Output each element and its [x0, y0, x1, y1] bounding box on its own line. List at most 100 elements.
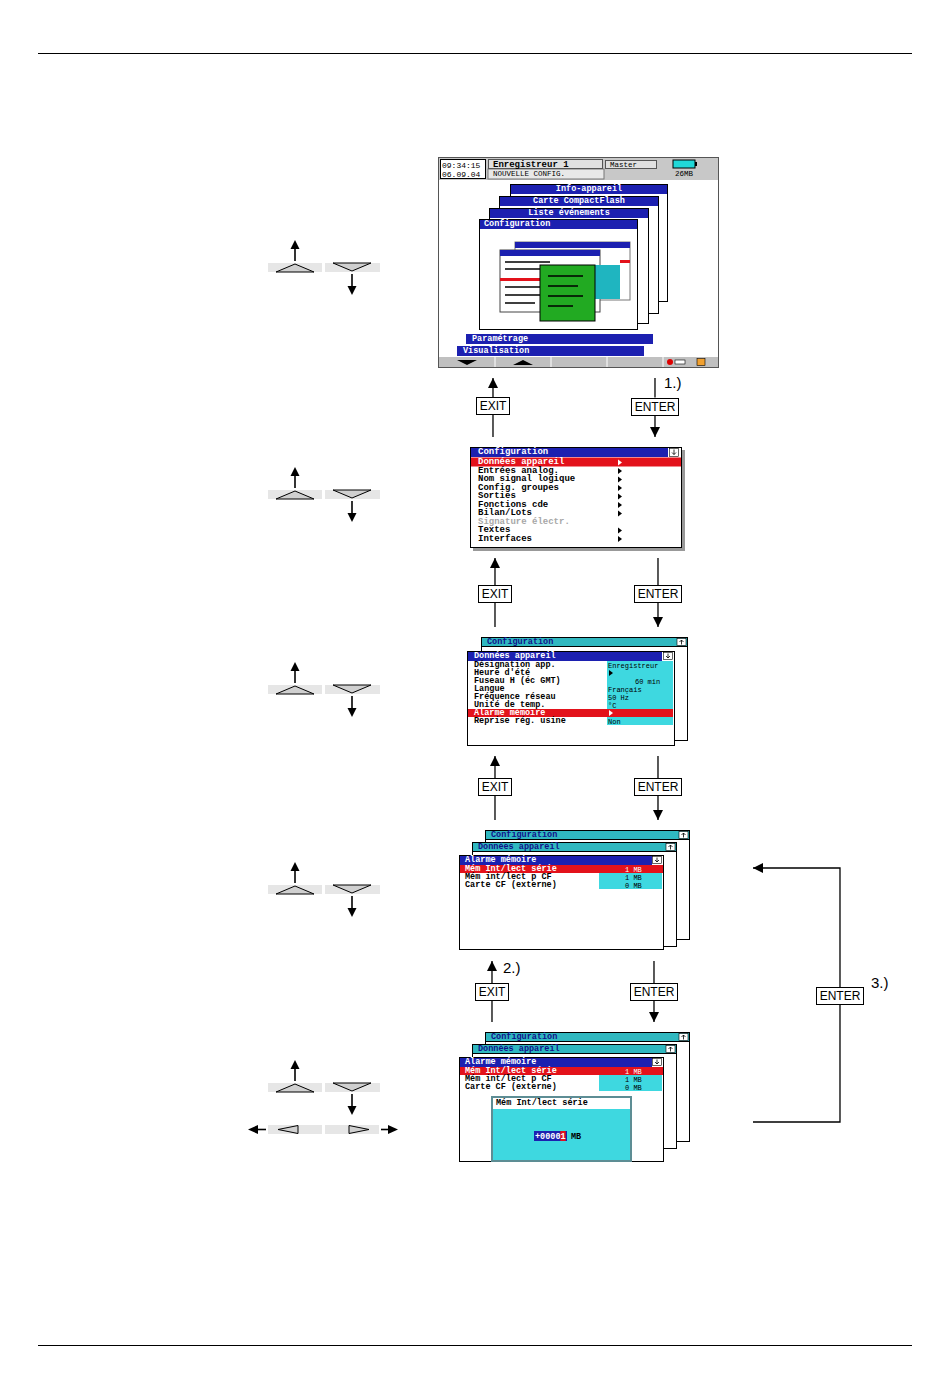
screen-graphic: [666, 844, 675, 851]
screen-graphic: [680, 640, 684, 645]
screen-text: 09:34:15 06.09.04: [442, 161, 486, 179]
screen-graphic: [457, 360, 477, 365]
screen-graphic: [460, 1058, 664, 1162]
screen-text: Carte CF (externe): [465, 1083, 557, 1091]
callout-number: 3.): [871, 974, 889, 991]
flow-connector: [492, 415, 493, 437]
screen-text: Visualisation: [463, 347, 529, 355]
arrow-keys: [268, 467, 380, 522]
screen-text: Mém Int/lect série: [465, 1067, 557, 1075]
flow-connector: [753, 868, 840, 987]
screen-graphic: [468, 709, 673, 717]
screen-text: Reprise rég. usine: [474, 717, 566, 725]
screen-text: Alarme mémoire: [460, 1058, 652, 1067]
screen-graphic: [609, 710, 613, 716]
screen-text: Mém Int/lect série: [493, 1098, 630, 1109]
screen-text: Paramétrage: [472, 335, 528, 343]
key-button: EXIT: [478, 585, 513, 603]
menu-screen: ConfigurationDonnées appareilAlarme mémo…: [459, 1032, 691, 1163]
screen-text: NOUVELLE CONFIG.: [493, 170, 565, 178]
menu-screen: ConfigurationDonnées appareilAlarme mémo…: [459, 830, 691, 951]
screen-graphic: [670, 449, 679, 457]
screen-graphic: [618, 485, 622, 491]
screen-text: Mém int/lect p CF: [465, 1075, 552, 1083]
flow-connector: [753, 1005, 840, 1122]
page-rule: [38, 1345, 912, 1346]
title-box: Enregistreur 1: [488, 159, 603, 169]
screen-text: Configuration: [491, 1033, 557, 1041]
flow-connector: [494, 756, 495, 778]
screen-graphic: [653, 1059, 662, 1066]
edit-dialog: Mém Int/lect série+00001MB: [491, 1096, 632, 1162]
screen-graphic: [669, 1047, 673, 1052]
screen-text: Liste événements: [490, 209, 648, 218]
key-label: ENTER: [634, 985, 675, 999]
screen-text: Enregistreur 1: [493, 161, 569, 170]
screen-graphic: [439, 158, 718, 180]
key-label: EXIT: [482, 587, 509, 601]
screen-graphic: [666, 654, 670, 659]
flow-connector: [491, 1001, 492, 1022]
screen-graphic: [618, 536, 622, 542]
screen-graphic: [618, 502, 622, 508]
flow-connector: [657, 796, 658, 820]
screen-text: Français: [608, 686, 642, 694]
screen-text: Configuration: [471, 448, 668, 457]
flow-connector: [657, 558, 658, 585]
arrow-keys: [268, 862, 380, 917]
menu-screen: ConfigurationDonnées appareilDésignation…: [467, 637, 689, 746]
screen-text: Données appareil: [478, 1045, 560, 1053]
key-label: ENTER: [638, 780, 679, 794]
screen-graphic: [534, 1131, 567, 1141]
screen-graphic: [592, 265, 620, 299]
menu-bar: Visualisation: [457, 346, 644, 356]
flow-connector: [494, 796, 495, 820]
screen-graphic: [618, 511, 622, 517]
flow-connector: [494, 603, 495, 627]
screen-graphic: [677, 639, 686, 646]
screen-graphic: [609, 670, 613, 676]
screen-graphic: [473, 1045, 677, 1054]
screen-text: Données appareil: [478, 843, 560, 851]
key-button: ENTER: [634, 585, 683, 603]
screen-text: 1 MB: [625, 1076, 642, 1084]
screen-graphic: [460, 1067, 663, 1075]
flow-connector: [654, 416, 655, 438]
screen-text: Configuration: [480, 220, 637, 229]
screen-text: Données appareil: [468, 652, 662, 661]
callout-number: 1.): [664, 374, 682, 391]
screen-text: Désignation app.: [474, 661, 556, 669]
screen-graphic: [697, 359, 705, 366]
key-label: EXIT: [479, 985, 506, 999]
key-button: ENTER: [630, 983, 679, 1001]
screen-text: °C: [608, 702, 616, 710]
flow-connector: [657, 756, 658, 778]
screen-graphic: [667, 359, 673, 365]
page-rule: [38, 53, 912, 54]
device-screen: NOUVELLE CONFIG.26MB09:34:15 06.09.04Enr…: [438, 157, 719, 368]
screen-graphic: [471, 458, 681, 467]
screen-graphic: [599, 873, 662, 889]
screen-graphic: [460, 865, 663, 873]
screen-graphic: [682, 1035, 686, 1040]
screen-text: Unité de temp.: [474, 701, 545, 709]
screen-graphic: [486, 1033, 690, 1042]
key-label: ENTER: [820, 989, 861, 1003]
flow-connector: [654, 378, 655, 398]
arrow-keys: [268, 662, 380, 717]
screen-graphic: [468, 652, 675, 746]
arrow-keys: [248, 1125, 398, 1134]
screen-text: 0 MB: [625, 882, 642, 890]
screen-text: Info-appareil: [511, 185, 667, 194]
flow-connector: [492, 378, 493, 397]
arrow-keys: [268, 240, 380, 295]
key-label: ENTER: [638, 587, 679, 601]
screen-text: 0 MB: [625, 1084, 642, 1092]
screen-graphic: [513, 360, 533, 365]
menu-window: Configuration: [479, 219, 638, 330]
screen-graphic: [620, 260, 630, 263]
screen-text: Heure d'été: [474, 669, 530, 677]
screen-graphic: [548, 276, 583, 306]
screen-text: Interfaces: [478, 535, 532, 544]
